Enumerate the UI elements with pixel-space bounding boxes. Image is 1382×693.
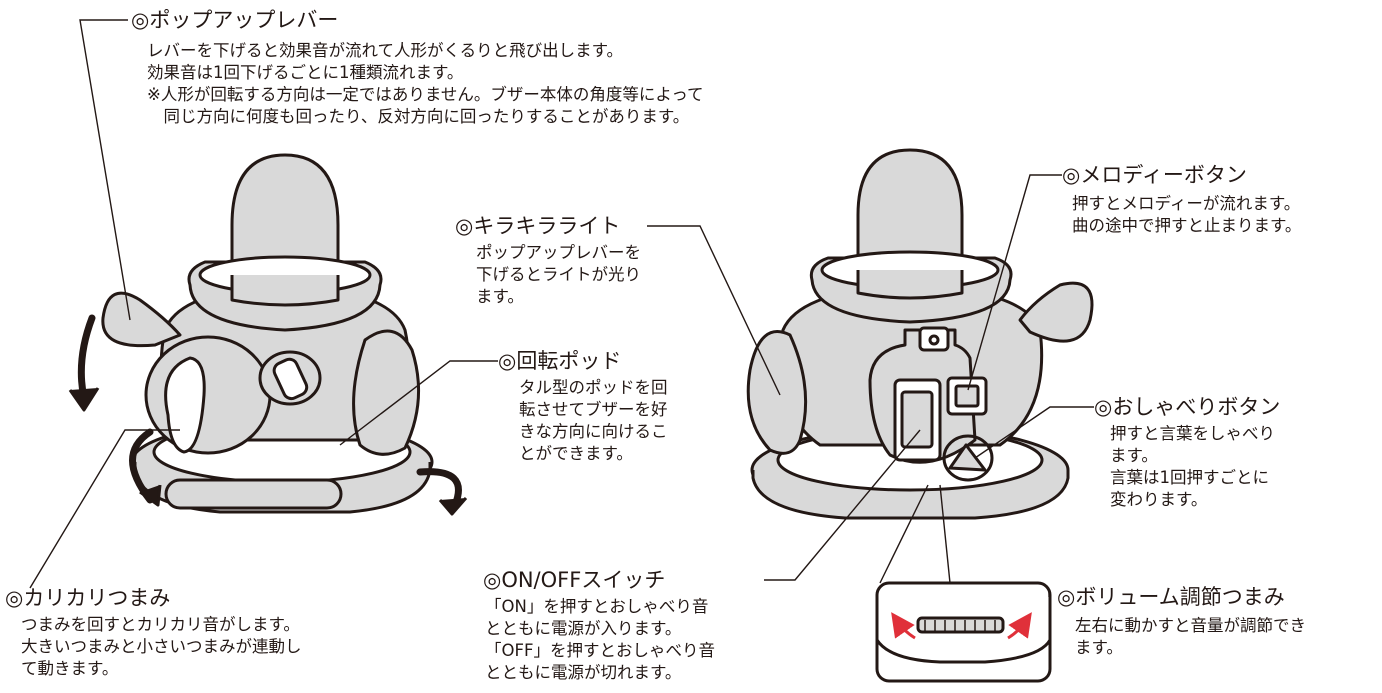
label-melody-button: ◎メロディーボタン 押すとメロディーが流れます。 曲の途中で押すと止まります。	[1062, 163, 1301, 237]
label-power-switch: ◎ON/OFFスイッチ 「ON」を押すとおしゃべり音 とともに電源が入ります。 …	[483, 568, 715, 684]
large-click-knob	[144, 335, 272, 455]
volume-knob-desc-2: ます。	[1075, 638, 1123, 657]
talk-button-title: ◎おしゃべりボタン	[1094, 395, 1281, 419]
popup-lever-desc-2: 効果音は1回下げるごとに1種類流れます。	[147, 63, 464, 82]
base-light-window	[164, 478, 343, 510]
click-knob-desc-1: つまみを回すとカリカリ音がします。	[21, 615, 300, 634]
label-sparkle-light: ◎キラキラライト ポップアップレバーを 下げるとライトが光り ます。	[455, 214, 641, 308]
volume-left-arrow	[891, 612, 916, 640]
leader-click-knob	[29, 429, 180, 589]
back-sparkle-light	[746, 330, 808, 455]
power-switch-desc-4: とともに電源が切れます。	[485, 663, 682, 682]
popup-lever-desc-1: レバーを下げると効果音が流れて人形がくるりと飛び出します。	[147, 41, 624, 60]
volume-right-arrow	[1007, 612, 1032, 640]
power-switch-desc-3: 「OFF」を押すとおしゃべり音	[485, 641, 715, 660]
rotate-arrow-right	[416, 468, 462, 509]
volume-dial	[916, 616, 1005, 634]
label-popup-lever: ◎ポップアップレバー レバーを下げると効果音が流れて人形がくるりと飛び出します。…	[131, 8, 704, 128]
click-knob-desc-3: て動きます。	[21, 659, 119, 678]
talk-button-desc-1: 押すと言葉をしゃべり	[1110, 424, 1275, 443]
rotating-pod-desc-1: タル型のポッドを回	[519, 378, 668, 397]
back-lever-ear	[1018, 281, 1094, 343]
leader-power-switch	[764, 429, 921, 581]
back-view-toy	[746, 148, 1094, 520]
popup-lever-ear	[101, 291, 182, 348]
leader-sparkle-light	[647, 225, 781, 396]
melody-button-desc-1: 押すとメロディーが流れます。	[1072, 194, 1301, 213]
talk-button-desc-4: 変わります。	[1110, 490, 1208, 509]
volume-inset	[875, 581, 1052, 683]
leader-talk-button	[974, 406, 1094, 459]
melody-button-desc-2: 曲の途中で押すと止まります。	[1072, 216, 1302, 235]
volume-knob-desc-1: 左右に動かすと音量が調節でき	[1075, 616, 1306, 635]
popup-lever-title: ◎ポップアップレバー	[131, 8, 339, 32]
talk-button-desc-2: ます。	[1110, 446, 1158, 465]
popup-lever-desc-4: 同じ方向に何度も回ったり、反対方向に回ったりすることがあります。	[147, 107, 690, 126]
rotating-pod-desc-3: きな方向に向けるこ	[519, 422, 668, 441]
leader-rotating-pod	[339, 360, 498, 446]
sparkle-light-desc-2: 下げるとライトが光り	[476, 265, 641, 284]
front-sparkle-light	[352, 329, 420, 456]
melody-button-title: ◎メロディーボタン	[1062, 163, 1247, 187]
leader-melody-button	[967, 174, 1062, 391]
rotating-pod-desc-2: 転させてブザーを好	[519, 400, 668, 419]
power-switch-title: ◎ON/OFFスイッチ	[483, 568, 666, 592]
label-rotating-pod: ◎回転ポッド タル型のポッドを回 転させてブザーを好 きな方向に向けるこ とがで…	[498, 349, 668, 465]
lever-down-arrow	[77, 314, 96, 402]
label-talk-button: ◎おしゃべりボタン 押すと言葉をしゃべり ます。 言葉は1回押すごとに 変わりま…	[1094, 395, 1280, 511]
power-switch-desc-2: とともに電源が入ります。	[485, 619, 682, 638]
click-knob-title: ◎カリカリつまみ	[5, 586, 171, 610]
click-knob-desc-2: 大きいつまみと小さいつまみが連動し	[21, 637, 302, 656]
small-click-knob	[258, 350, 322, 406]
label-click-knob: ◎カリカリつまみ つまみを回すとカリカリ音がします。 大きいつまみと小さいつまみ…	[5, 586, 302, 680]
leader-popup-lever	[79, 19, 131, 321]
rotating-pod-desc-4: とができます。	[519, 444, 633, 463]
leader-lines	[29, 19, 1094, 597]
volume-knob-title: ◎ボリューム調節つまみ	[1057, 585, 1285, 609]
sparkle-light-desc-1: ポップアップレバーを	[476, 243, 641, 262]
power-switch-desc-1: 「ON」を押すとおしゃべり音	[485, 597, 709, 616]
popup-lever-desc-3: ※人形が回転する方向は一定ではありません。ブザー本体の角度等によって	[147, 85, 704, 104]
sparkle-light-desc-3: ます。	[476, 287, 524, 306]
rotating-pod-title: ◎回転ポッド	[498, 349, 622, 373]
talk-button-desc-3: 言葉は1回押すごとに	[1110, 468, 1269, 487]
control-panel	[868, 326, 994, 482]
sparkle-light-title: ◎キラキラライト	[455, 214, 621, 238]
front-view-toy	[68, 153, 468, 516]
label-volume-knob: ◎ボリューム調節つまみ 左右に動かすと音量が調節でき ます。	[1057, 585, 1306, 659]
